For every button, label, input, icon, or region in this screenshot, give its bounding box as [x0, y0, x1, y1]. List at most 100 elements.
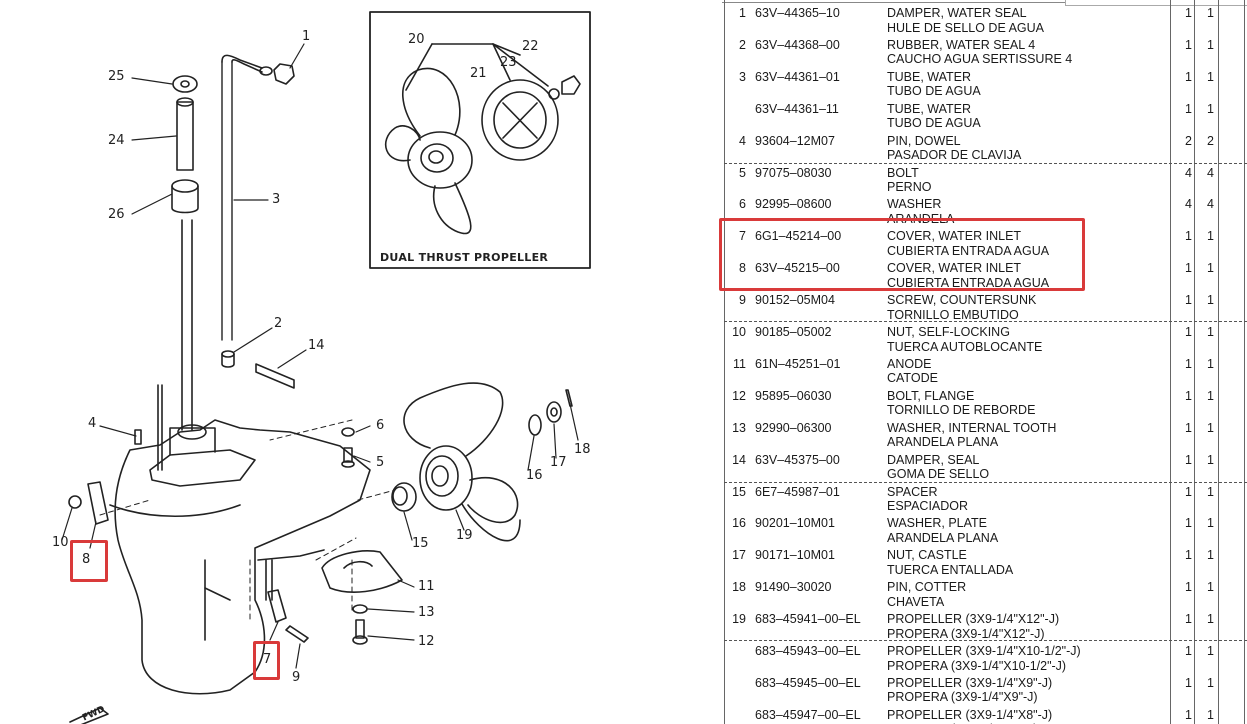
callout-20: 20: [408, 32, 425, 47]
part-description-spanish: PROPERA (3X9-1/4"X8"-J): [887, 722, 1038, 724]
part-quantity: 4: [1185, 197, 1192, 212]
part-number: 683–45943–00–EL: [755, 644, 861, 658]
part-description-spanish: GOMA DE SELLO: [887, 467, 990, 482]
part-description: RUBBER, WATER SEAL 4: [887, 37, 1036, 52]
part-quantity: 1: [1185, 6, 1192, 20]
part-quantity-alt: 1: [1207, 293, 1214, 308]
part-quantity: 1: [1185, 37, 1192, 52]
part-ref-number: 18: [732, 580, 746, 595]
part-description-spanish: ESPACIADOR: [887, 499, 969, 513]
part-number: 683–45947–00–EL: [755, 707, 861, 722]
part-ref-number: 7: [739, 229, 746, 244]
callout-4: 4: [88, 416, 97, 431]
part-quantity-alt: 1: [1207, 612, 1214, 627]
part-quantity: 2: [1185, 133, 1192, 148]
part-description-spanish: TUBO DE AGUA: [887, 116, 981, 131]
part-ref-number: 5: [739, 165, 746, 180]
part-quantity: 1: [1185, 420, 1192, 435]
part-number: 97075–08030: [755, 165, 832, 180]
part-quantity-alt: 2: [1207, 133, 1214, 148]
part-description: BOLT: [887, 165, 919, 180]
part-description: DAMPER, SEAL: [887, 452, 980, 467]
part-quantity-alt: 1: [1207, 644, 1214, 658]
part-description-spanish: ARANDELA PLANA: [887, 530, 999, 545]
callout-5: 5: [376, 455, 385, 470]
callout-1: 1: [302, 29, 311, 44]
part-quantity-alt: 1: [1207, 707, 1214, 722]
part-quantity-alt: 1: [1207, 69, 1214, 84]
part-ref-number: 15: [732, 484, 746, 499]
part-quantity: 1: [1185, 388, 1192, 403]
part-number: 95895–06030: [755, 388, 832, 403]
part-quantity-alt: 1: [1207, 229, 1214, 244]
table-corner-tab: [1065, 0, 1247, 6]
part-ref-number: 19: [732, 612, 746, 627]
part-description: BOLT, FLANGE: [887, 388, 975, 403]
part-description: SPACER: [887, 484, 938, 499]
callout-11: 11: [418, 579, 435, 594]
part-description: WASHER, PLATE: [887, 516, 988, 531]
part-description: DAMPER, WATER SEAL: [887, 6, 1027, 20]
part-quantity-alt: 1: [1207, 356, 1214, 371]
group-separator: [724, 482, 1247, 483]
part-ref-number: 8: [739, 261, 746, 276]
callout-2: 2: [274, 316, 283, 331]
part-description-spanish: TUERCA ENTALLADA: [887, 562, 1014, 577]
part-description-spanish: PROPERA (3X9-1/4"X10-1/2"-J): [887, 658, 1067, 673]
part-ref-number: 9: [739, 293, 746, 308]
part-description-spanish: PASADOR DE CLAVIJA: [887, 148, 1022, 163]
callout-25: 25: [108, 69, 125, 84]
part-ref-number: 6: [739, 197, 746, 212]
part-number: 6G1–45214–00: [755, 229, 842, 244]
part-number: 683–45941–00–EL: [755, 612, 861, 627]
part-number: 6E7–45987–01: [755, 484, 840, 499]
part-description: WASHER, INTERNAL TOOTH: [887, 420, 1057, 435]
part-number: 63V–45375–00: [755, 452, 840, 467]
part-description-spanish: PROPERA (3X9-1/4"X9"-J): [887, 690, 1038, 705]
part-quantity: 1: [1185, 707, 1192, 722]
part-number: 63V–44361–01: [755, 69, 840, 84]
callout-24: 24: [108, 133, 125, 148]
part-description-spanish: TUERCA AUTOBLOCANTE: [887, 339, 1043, 354]
group-separator: [724, 163, 1247, 164]
part-description-spanish: TORNILLO DE REBORDE: [887, 403, 1036, 418]
part-description: SCREW, COUNTERSUNK: [887, 293, 1037, 308]
part-description-spanish: HULE DE SELLO DE AGUA: [887, 20, 1045, 35]
part-quantity: 1: [1185, 325, 1192, 339]
diagram-drawing: [61, 11, 591, 724]
part-number: 92990–06300: [755, 420, 832, 435]
part-quantity: 1: [1185, 612, 1192, 627]
part-number: 683–45945–00–EL: [755, 675, 861, 690]
callout-16: 16: [526, 468, 543, 483]
part-description-spanish: CUBIERTA ENTRADA AGUA: [887, 275, 1050, 290]
callout-7: 7: [263, 652, 272, 667]
part-quantity-alt: 1: [1207, 388, 1214, 403]
part-quantity-alt: 1: [1207, 452, 1214, 467]
part-description: PIN, DOWEL: [887, 133, 961, 148]
part-ref-number: 16: [732, 516, 746, 531]
part-ref-number: 12: [732, 388, 746, 403]
part-description-spanish: CAUCHO AGUA SERTISSURE 4: [887, 52, 1073, 67]
part-description: WASHER: [887, 197, 942, 212]
column-divider: [724, 0, 725, 724]
part-number: 92995–08600: [755, 197, 832, 212]
part-description-spanish: PROPERA (3X9-1/4"X12"-J): [887, 626, 1045, 641]
part-ref-number: 11: [733, 356, 746, 371]
callout-14: 14: [308, 338, 325, 353]
column-divider: [1218, 0, 1219, 724]
column-divider: [1170, 0, 1171, 724]
part-description-spanish: PERNO: [887, 180, 932, 194]
part-number: 61N–45251–01: [755, 356, 841, 371]
part-quantity-alt: 1: [1207, 675, 1214, 690]
part-description: COVER, WATER INLET: [887, 261, 1022, 276]
